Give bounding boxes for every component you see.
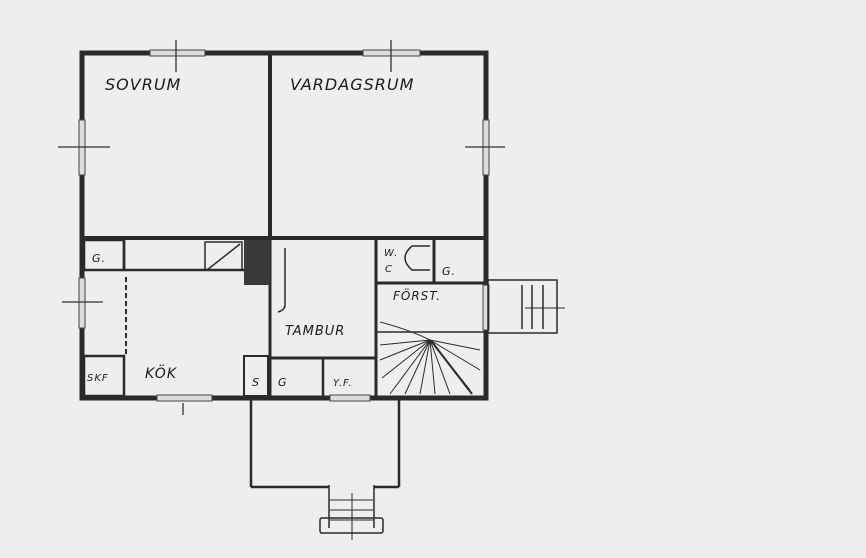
window [482, 284, 490, 331]
room-label-g-bottom: G [278, 376, 288, 389]
window [78, 277, 86, 329]
room-label-sovrum: SOVRUM [105, 75, 181, 94]
porch [249, 398, 401, 540]
room-label-skf: SKF [87, 373, 109, 384]
room-label-forst: FÖRST. [393, 287, 441, 303]
room-label-yf: Y.F. [333, 378, 353, 389]
room-label-vardagsrum: VARDAGSRUM [290, 75, 414, 94]
chimney [244, 240, 270, 285]
side-steps [487, 279, 565, 334]
window [156, 394, 213, 402]
window [149, 49, 206, 57]
room-label-g-right: G. [442, 265, 456, 278]
window [329, 394, 371, 402]
room-label-tambur: TAMBUR [285, 324, 345, 339]
room-label-wc-2: C [385, 264, 393, 275]
room-label-kok: KÖK [145, 364, 178, 382]
room-label-s: S [252, 376, 260, 389]
outer-wall [79, 50, 489, 401]
room-label-g-left: G. [92, 252, 106, 265]
room-label-wc-1: W. [384, 248, 398, 259]
